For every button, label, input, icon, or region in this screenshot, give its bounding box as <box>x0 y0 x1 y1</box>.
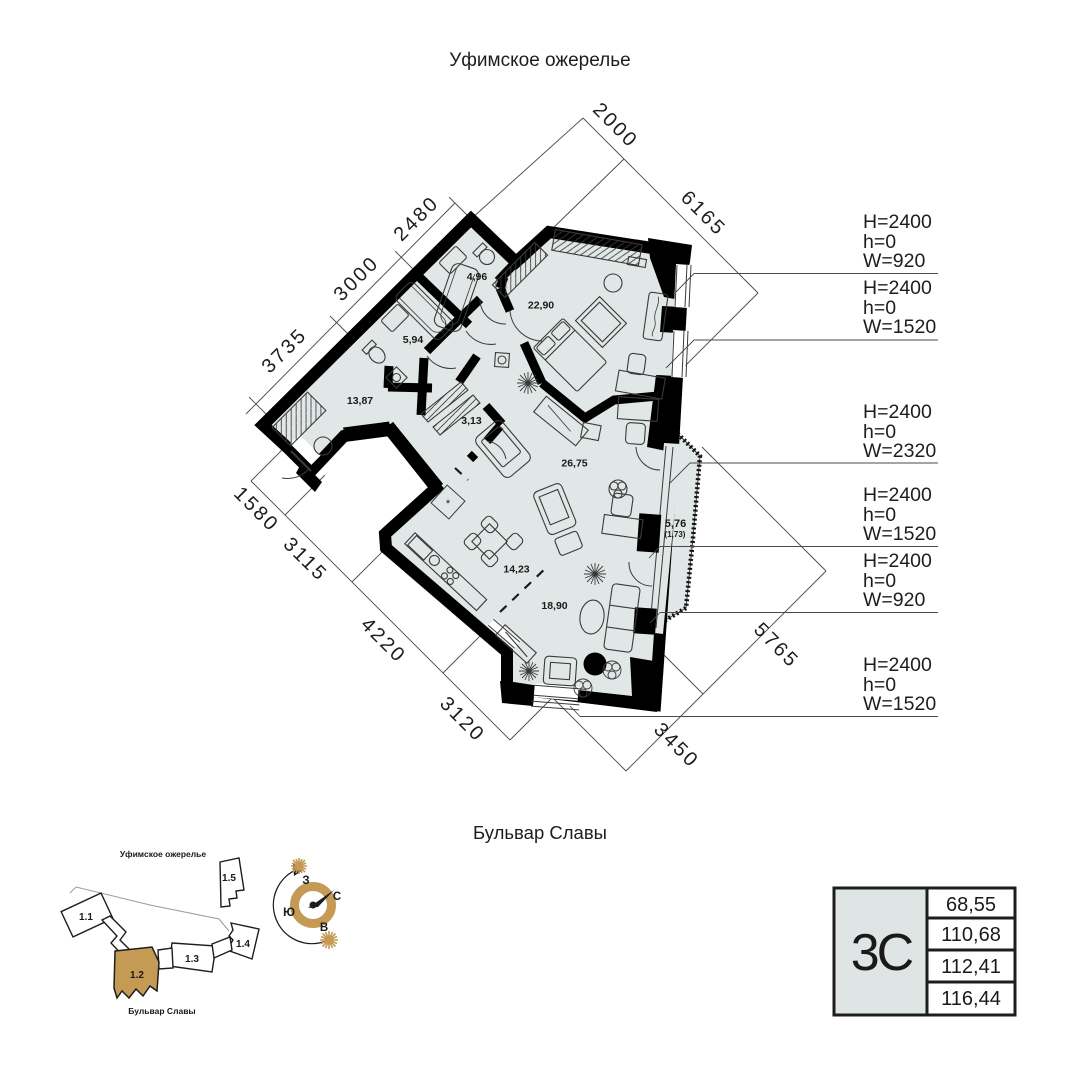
svg-text:116,44: 116,44 <box>941 988 1001 1010</box>
svg-text:Бульвар Славы: Бульвар Славы <box>128 1006 195 1016</box>
svg-text:З: З <box>302 875 309 887</box>
svg-text:3С: 3С <box>851 924 913 982</box>
svg-text:В: В <box>320 922 328 934</box>
svg-text:W=920: W=920 <box>863 250 925 272</box>
svg-text:С: С <box>333 891 341 903</box>
svg-text:h=0: h=0 <box>863 570 896 592</box>
svg-text:Ю: Ю <box>283 907 295 919</box>
svg-text:H=2400: H=2400 <box>863 550 932 572</box>
svg-text:W=2320: W=2320 <box>863 440 936 462</box>
svg-text:1.1: 1.1 <box>79 912 93 923</box>
svg-text:h=0: h=0 <box>863 297 896 319</box>
svg-text:h=0: h=0 <box>863 231 896 253</box>
svg-text:Уфимское ожерелье: Уфимское ожерелье <box>120 849 207 859</box>
svg-text:H=2400: H=2400 <box>863 277 932 299</box>
svg-text:H=2400: H=2400 <box>863 401 932 423</box>
svg-text:h=0: h=0 <box>863 504 896 526</box>
svg-text:5,94: 5,94 <box>403 334 424 346</box>
svg-text:*: * <box>446 498 451 510</box>
svg-text:W=920: W=920 <box>863 589 925 611</box>
svg-text:W=1520: W=1520 <box>863 523 936 545</box>
svg-text:13,87: 13,87 <box>347 395 373 407</box>
svg-text:1.4: 1.4 <box>236 939 250 950</box>
svg-text:1.3: 1.3 <box>185 954 199 965</box>
svg-text:h=0: h=0 <box>863 674 896 696</box>
svg-text:H=2400: H=2400 <box>863 654 932 676</box>
svg-text:Бульвар Славы: Бульвар Славы <box>473 822 607 843</box>
svg-text:3,13: 3,13 <box>461 415 482 427</box>
svg-text:1.5: 1.5 <box>222 873 236 884</box>
svg-text:Уфимское ожерелье: Уфимское ожерелье <box>449 50 631 71</box>
svg-text:W=1520: W=1520 <box>863 693 936 715</box>
svg-text:14,23: 14,23 <box>503 564 529 576</box>
svg-text:68,55: 68,55 <box>946 894 996 916</box>
svg-text:110,68: 110,68 <box>941 924 1001 946</box>
svg-text:h=0: h=0 <box>863 421 896 443</box>
svg-text:H=2400: H=2400 <box>863 211 932 233</box>
svg-text:H=2400: H=2400 <box>863 484 932 506</box>
svg-text:W=1520: W=1520 <box>863 316 936 338</box>
svg-text:4,96: 4,96 <box>467 271 488 283</box>
svg-text:112,41: 112,41 <box>941 956 1001 978</box>
svg-text:5,76: 5,76 <box>665 518 686 530</box>
svg-text:26,75: 26,75 <box>561 458 587 470</box>
svg-text:18,90: 18,90 <box>541 600 567 612</box>
svg-text:22,90: 22,90 <box>528 300 554 312</box>
svg-text:1.2: 1.2 <box>130 970 144 981</box>
svg-text:(1,73): (1,73) <box>665 530 686 539</box>
